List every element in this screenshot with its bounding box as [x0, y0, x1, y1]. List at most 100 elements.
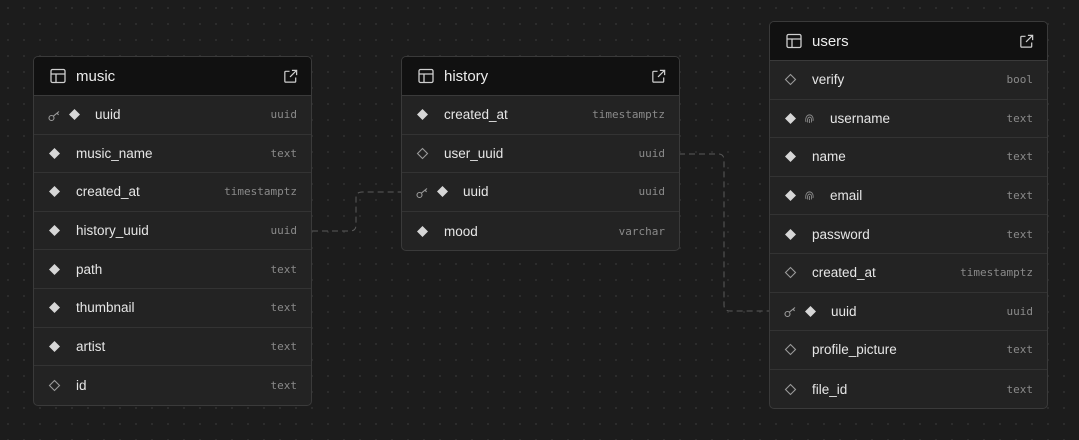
table-title: history	[444, 67, 489, 85]
external-link-icon[interactable]	[282, 68, 299, 85]
table-header: users	[770, 22, 1047, 61]
fingerprint-icon	[803, 189, 816, 202]
hollow-diamond-icon	[784, 266, 797, 279]
column-icons	[416, 185, 449, 199]
filled-diamond-icon	[48, 185, 61, 198]
filled-diamond-icon	[784, 228, 797, 241]
table-header: music	[34, 57, 311, 96]
external-link-icon[interactable]	[1018, 33, 1035, 50]
column-icons	[784, 112, 816, 125]
hollow-diamond-icon	[48, 379, 61, 392]
column-icons	[48, 224, 70, 237]
column-row-thumbnail[interactable]: thumbnail text	[34, 289, 311, 328]
column-row-path[interactable]: path text	[34, 250, 311, 289]
column-type: text	[1006, 343, 1034, 357]
hollow-diamond-icon	[416, 147, 429, 160]
column-type: text	[270, 339, 298, 353]
column-icons	[48, 301, 70, 314]
column-row-mood[interactable]: mood varchar	[402, 212, 679, 251]
column-icons	[48, 147, 70, 160]
column-name: email	[830, 188, 863, 204]
filled-diamond-icon	[436, 185, 449, 198]
column-name: uuid	[831, 303, 857, 319]
column-name: thumbnail	[76, 300, 135, 316]
column-type: timestamptz	[592, 108, 665, 122]
table-icon	[417, 67, 435, 85]
column-name: password	[812, 226, 870, 242]
fingerprint-icon	[803, 112, 816, 125]
column-icons	[48, 340, 70, 353]
column-type: text	[270, 262, 298, 276]
column-name: file_id	[812, 381, 848, 397]
column-icons	[784, 228, 806, 241]
table-icon	[785, 32, 803, 50]
column-row-verify[interactable]: verify bool	[770, 61, 1047, 100]
filled-diamond-icon	[784, 112, 797, 125]
column-icons	[48, 379, 70, 392]
filled-diamond-icon	[48, 147, 61, 160]
column-type: bool	[1006, 73, 1034, 87]
column-name: user_uuid	[444, 145, 504, 161]
column-name: history_uuid	[76, 223, 149, 239]
filled-diamond-icon	[48, 340, 61, 353]
column-row-email[interactable]: email text	[770, 177, 1047, 216]
hollow-diamond-icon	[784, 383, 797, 396]
column-type: text	[1006, 189, 1034, 203]
column-icons	[416, 225, 438, 238]
filled-diamond-icon	[48, 301, 61, 314]
filled-diamond-icon	[68, 108, 81, 121]
column-name: path	[76, 261, 103, 277]
table-title: users	[812, 32, 849, 50]
column-icons	[784, 266, 806, 279]
column-icons	[784, 73, 806, 86]
filled-diamond-icon	[416, 225, 429, 238]
column-name: created_at	[444, 107, 508, 123]
column-name: uuid	[463, 184, 489, 200]
column-name: music_name	[76, 145, 153, 161]
column-row-id[interactable]: id text	[34, 366, 311, 405]
column-name: profile_picture	[812, 342, 897, 358]
key-icon	[416, 186, 430, 199]
column-type: varchar	[618, 224, 665, 238]
column-icons	[416, 108, 438, 121]
column-icons	[784, 343, 806, 356]
filled-diamond-icon	[804, 305, 817, 318]
filled-diamond-icon	[784, 189, 797, 202]
column-icons	[48, 263, 70, 276]
column-type: text	[270, 378, 298, 392]
column-type: uuid	[270, 108, 298, 122]
column-name: mood	[444, 223, 478, 239]
hollow-diamond-icon	[784, 73, 797, 86]
column-icons	[416, 147, 438, 160]
column-name: id	[76, 377, 87, 393]
filled-diamond-icon	[48, 263, 61, 276]
column-type: text	[270, 301, 298, 315]
external-link-icon[interactable]	[650, 68, 667, 85]
column-name: verify	[812, 72, 845, 88]
column-row-created-at[interactable]: created_at timestamptz	[402, 96, 679, 135]
filled-diamond-icon	[48, 224, 61, 237]
column-icons	[784, 189, 816, 202]
column-icons	[48, 185, 70, 198]
column-name: username	[830, 110, 891, 126]
column-row-profile-picture[interactable]: profile_picture text	[770, 331, 1047, 370]
filled-diamond-icon	[784, 150, 797, 163]
column-icons	[48, 108, 81, 121]
